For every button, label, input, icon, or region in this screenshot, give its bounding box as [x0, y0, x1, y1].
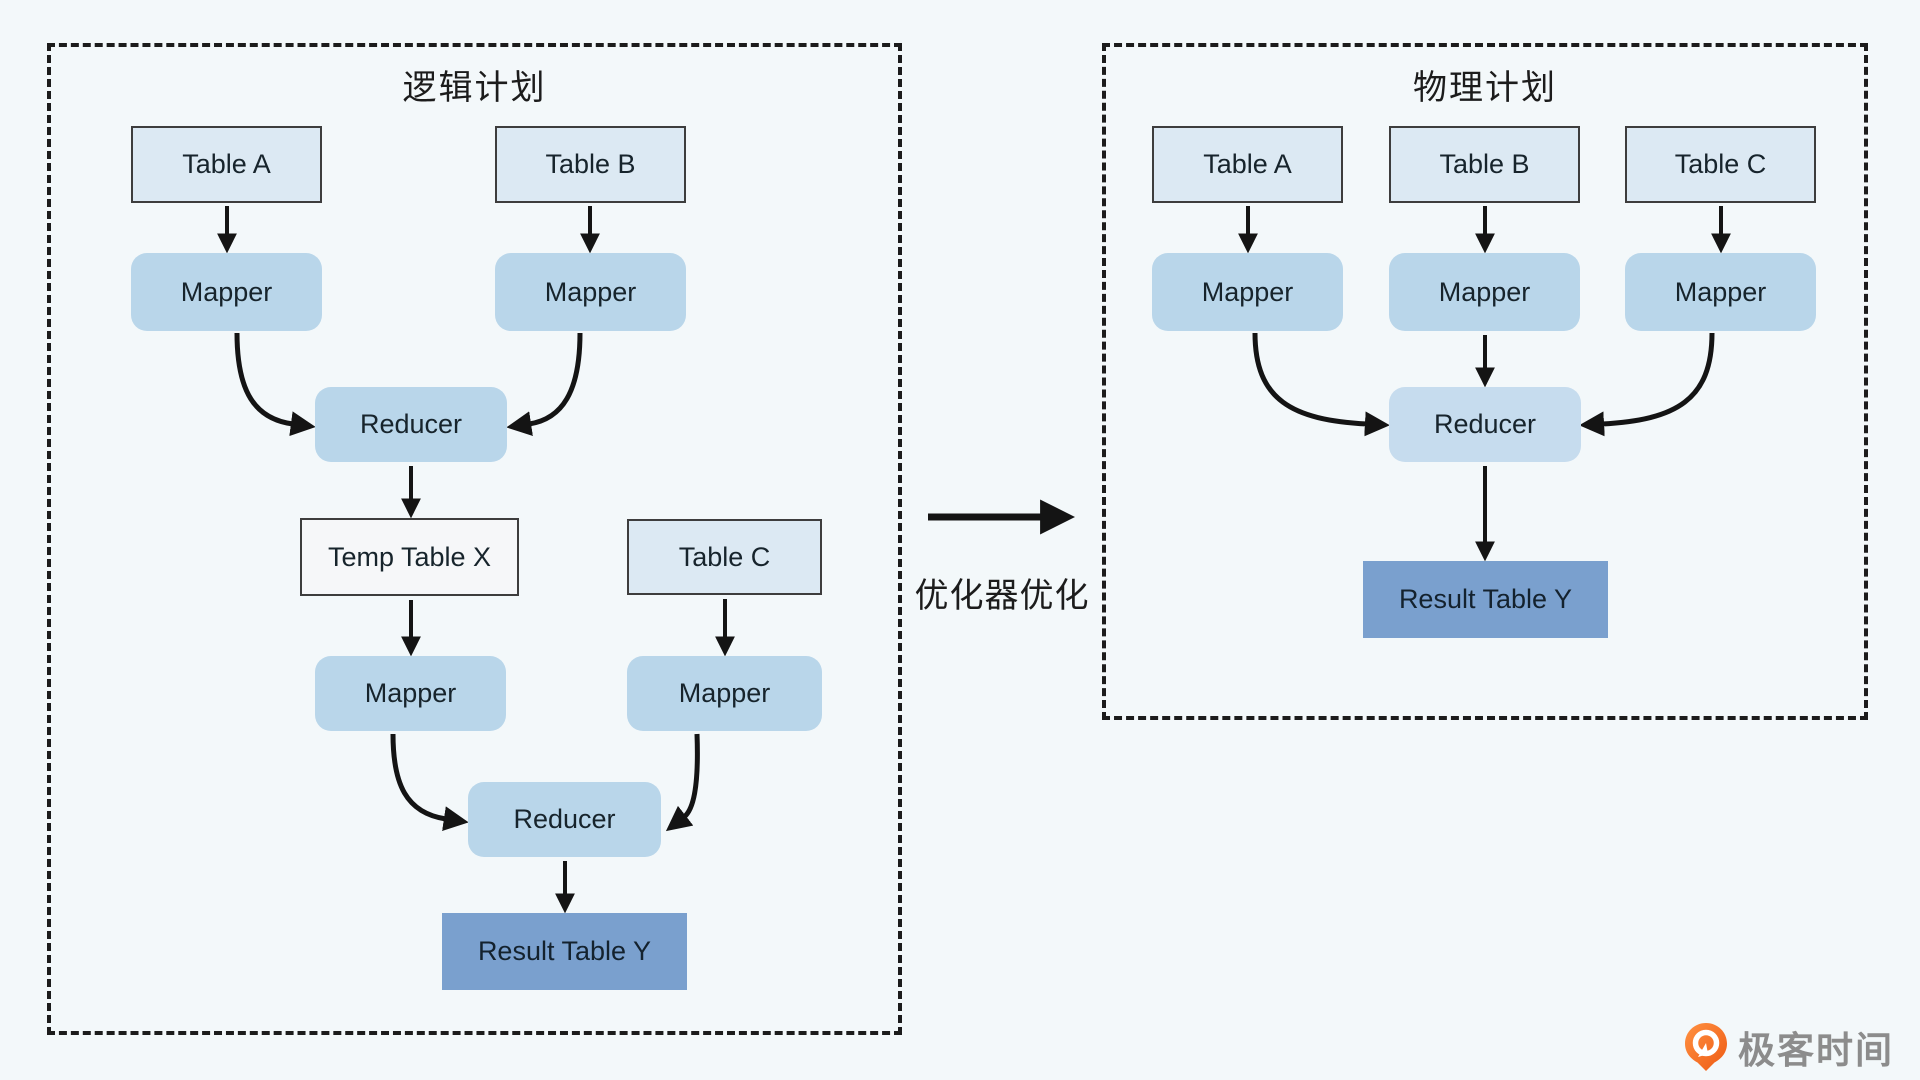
physical-mapper-c-node: Mapper [1625, 253, 1816, 331]
logical-table-a-node: Table A [131, 126, 322, 203]
logical-mapper-x-node: Mapper [315, 656, 506, 731]
physical-mapper-b-node: Mapper [1389, 253, 1580, 331]
physical-table-a-node: Table A [1152, 126, 1343, 203]
physical-result-table-y-node: Result Table Y [1363, 561, 1608, 638]
logical-table-c-node: Table C [627, 519, 822, 595]
logical-reducer-1-node: Reducer [315, 387, 507, 462]
logical-reducer-2-node: Reducer [468, 782, 661, 857]
geektime-logo-text: 极客时间 [1738, 1030, 1894, 1071]
physical-mapper-a-node: Mapper [1152, 253, 1343, 331]
physical-table-b-node: Table B [1389, 126, 1580, 203]
geektime-brand: 极客时间 [1684, 1020, 1894, 1074]
physical-plan-panel [1102, 43, 1868, 720]
logical-result-table-y-node: Result Table Y [442, 913, 687, 990]
physical-plan-title: 物理计划 [1413, 69, 1557, 107]
geektime-logo-icon [1685, 1023, 1727, 1071]
physical-reducer-node: Reducer [1389, 387, 1581, 462]
logical-mapper-c-node: Mapper [627, 656, 822, 731]
logical-mapper-a-node: Mapper [131, 253, 322, 331]
logical-plan-title: 逻辑计划 [402, 69, 547, 107]
logical-mapper-b-node: Mapper [495, 253, 686, 331]
logical-table-b-node: Table B [495, 126, 686, 203]
physical-table-c-node: Table C [1625, 126, 1816, 203]
logical-plan-panel [47, 43, 902, 1035]
logical-temp-table-x-node: Temp Table X [300, 518, 519, 596]
optimizer-transform-label: 优化器优化 [914, 577, 1090, 615]
